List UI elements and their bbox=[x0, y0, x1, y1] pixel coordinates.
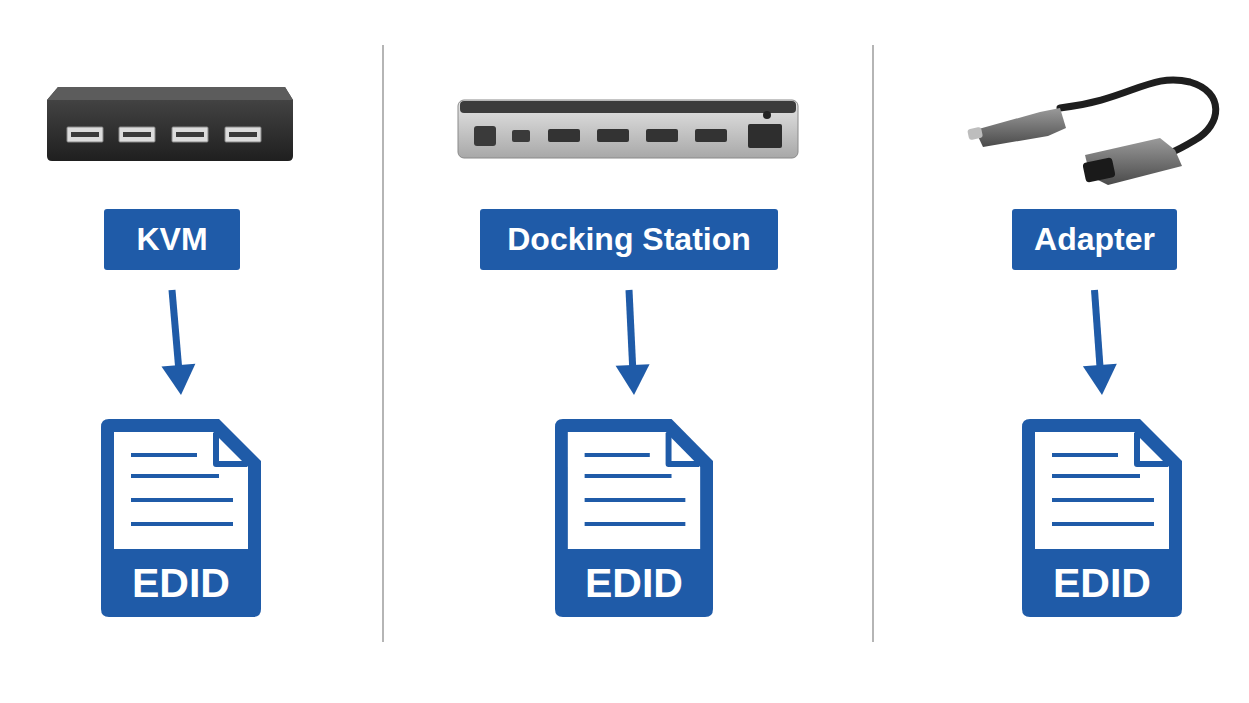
device-label-box: Docking Station bbox=[480, 209, 778, 270]
arrow-shaft bbox=[629, 290, 633, 367]
edid-label: EDID bbox=[101, 549, 261, 617]
arrow-head bbox=[1083, 364, 1117, 395]
device-label: Docking Station bbox=[507, 221, 751, 258]
edid-label: EDID bbox=[555, 549, 713, 617]
device-label-box: KVM bbox=[104, 209, 240, 270]
flow-arrow bbox=[162, 290, 196, 395]
edid-document: EDID bbox=[1022, 419, 1182, 617]
arrow-head bbox=[616, 364, 650, 395]
flow-arrow bbox=[616, 290, 650, 395]
arrow-shaft bbox=[172, 290, 179, 367]
device-label: Adapter bbox=[1034, 221, 1155, 258]
adapter-cable bbox=[967, 80, 1216, 185]
device-label: KVM bbox=[136, 221, 207, 258]
docking-station-device bbox=[458, 100, 798, 158]
edid-document: EDID bbox=[555, 419, 713, 617]
flow-arrow bbox=[1083, 290, 1117, 395]
arrow-shaft bbox=[1095, 290, 1101, 367]
divider-line bbox=[382, 45, 384, 642]
divider-line bbox=[872, 45, 874, 642]
kvm-device bbox=[47, 87, 293, 161]
edid-document: EDID bbox=[101, 419, 261, 617]
arrow-head bbox=[162, 364, 196, 395]
device-label-box: Adapter bbox=[1012, 209, 1177, 270]
edid-label: EDID bbox=[1022, 549, 1182, 617]
